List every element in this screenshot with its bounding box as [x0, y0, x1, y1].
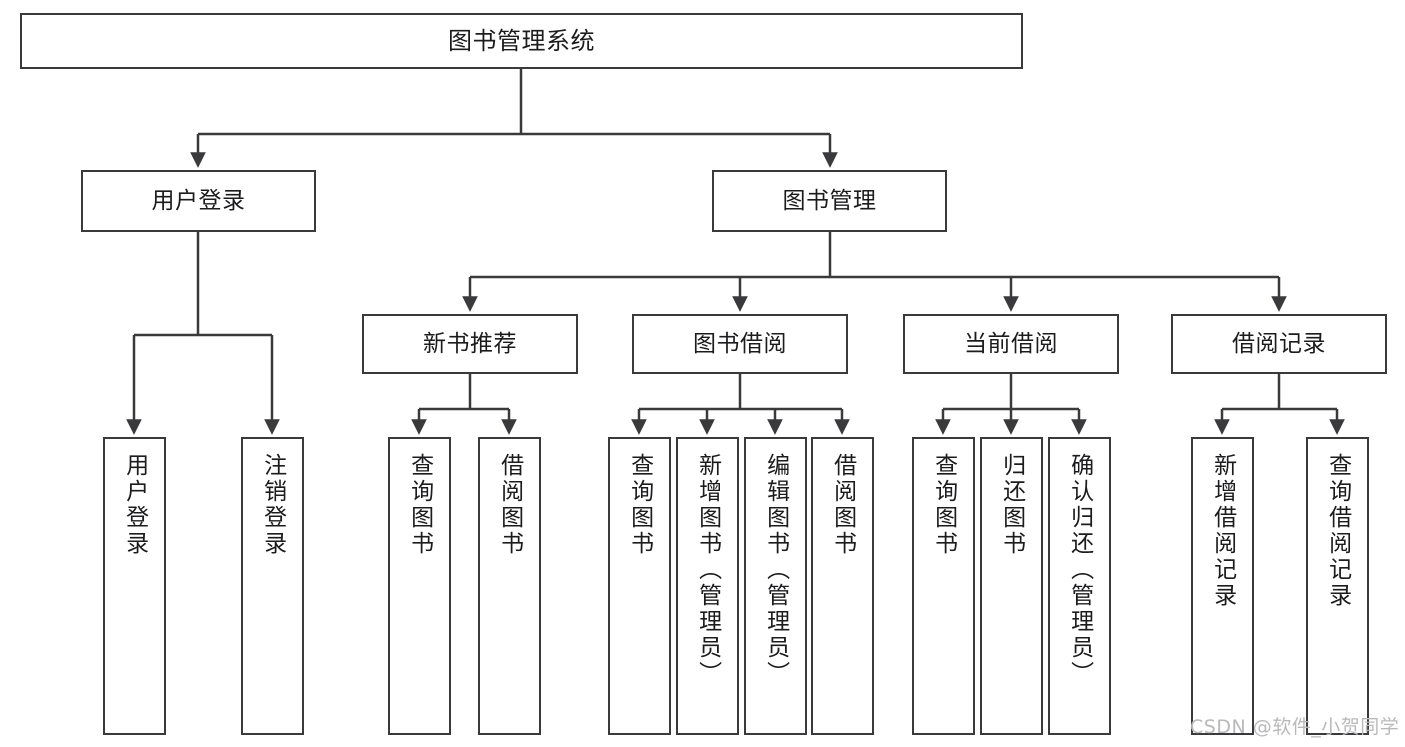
- leaf-book-borrow-edit-book-admin[interactable]: 编辑图书（管理员）: [744, 437, 807, 735]
- node-label: 新增图书（管理员）: [694, 453, 721, 687]
- node-label: 新增借阅记录: [1209, 453, 1236, 609]
- leaf-new-book-borrow-book[interactable]: 借阅图书: [478, 437, 541, 735]
- leaf-current-borrow-confirm-return-admin[interactable]: 确认归还（管理员）: [1048, 437, 1111, 735]
- leaf-book-borrow-borrow-book[interactable]: 借阅图书: [811, 437, 874, 735]
- leaf-current-borrow-return-book[interactable]: 归还图书: [980, 437, 1043, 735]
- node-user-login[interactable]: 用户登录: [81, 170, 316, 232]
- node-label: 图书管理: [782, 187, 877, 214]
- node-label: 借阅图书: [829, 453, 856, 557]
- node-current-borrow[interactable]: 当前借阅: [903, 314, 1119, 374]
- leaf-book-borrow-add-book-admin[interactable]: 新增图书（管理员）: [676, 437, 739, 735]
- leaf-book-borrow-query-book[interactable]: 查询图书: [608, 437, 671, 735]
- node-label: 编辑图书（管理员）: [762, 453, 789, 687]
- node-label: 查询图书: [406, 453, 433, 557]
- node-label: 用户登录: [121, 453, 148, 557]
- node-label: 当前借阅: [964, 330, 1058, 357]
- leaf-borrow-record-add-record[interactable]: 新增借阅记录: [1191, 437, 1254, 735]
- leaf-user-login-logout[interactable]: 注销登录: [241, 437, 304, 735]
- node-root-book-management-system[interactable]: 图书管理系统: [20, 13, 1023, 69]
- node-label: 借阅记录: [1232, 330, 1326, 357]
- node-book-borrow[interactable]: 图书借阅: [632, 314, 848, 374]
- node-new-book-recommend[interactable]: 新书推荐: [362, 314, 578, 374]
- leaf-borrow-record-query-record[interactable]: 查询借阅记录: [1306, 437, 1369, 735]
- node-label: 借阅图书: [496, 453, 523, 557]
- node-label: 查询图书: [626, 453, 653, 557]
- leaf-new-book-query-book[interactable]: 查询图书: [388, 437, 451, 735]
- csdn-watermark: CSDN @软件_小贺同学: [1190, 716, 1400, 738]
- node-label: 注销登录: [259, 453, 286, 557]
- node-label: 图书借阅: [693, 330, 787, 357]
- node-label: 新书推荐: [423, 330, 517, 357]
- leaf-current-borrow-query-book[interactable]: 查询图书: [912, 437, 975, 735]
- node-label: 查询借阅记录: [1324, 453, 1351, 609]
- node-borrow-record[interactable]: 借阅记录: [1171, 314, 1387, 374]
- node-label: 确认归还（管理员）: [1066, 453, 1093, 687]
- node-label: 归还图书: [998, 453, 1025, 557]
- node-label: 图书管理系统: [448, 27, 595, 55]
- node-label: 用户登录: [151, 187, 246, 214]
- node-label: 查询图书: [930, 453, 957, 557]
- leaf-user-login-login[interactable]: 用户登录: [103, 437, 166, 735]
- node-book-management[interactable]: 图书管理: [712, 170, 947, 232]
